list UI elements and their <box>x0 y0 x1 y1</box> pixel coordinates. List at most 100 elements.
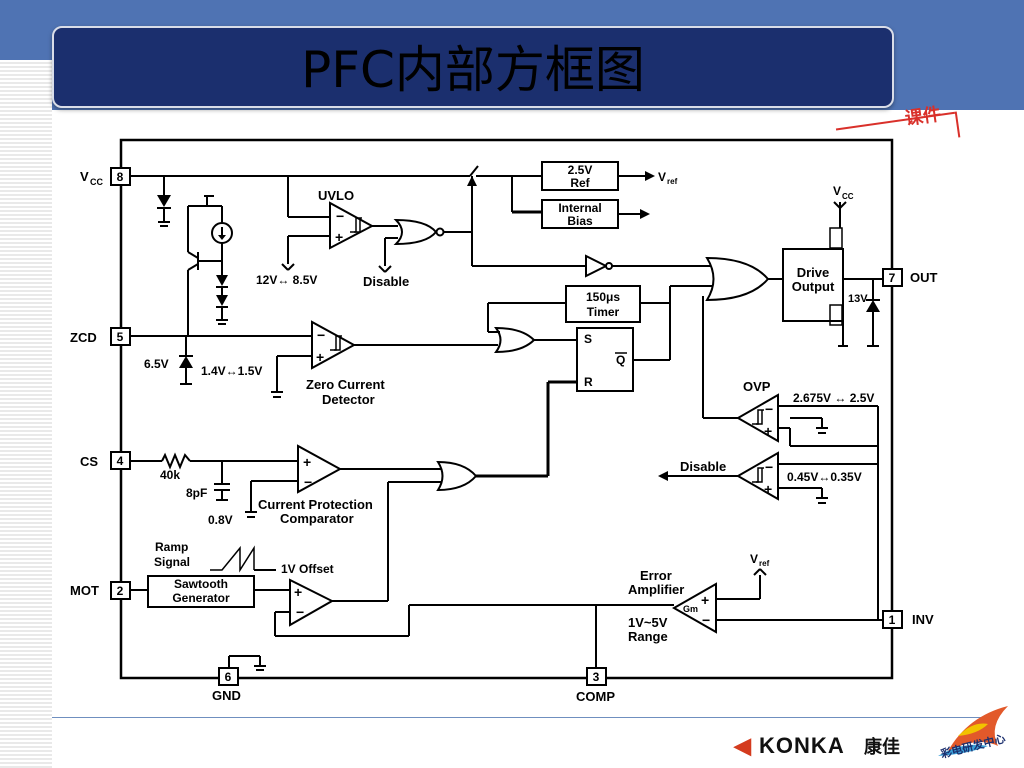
footer-divider <box>52 717 992 718</box>
svg-text:−: − <box>702 612 710 628</box>
svg-text:8pF: 8pF <box>186 486 207 500</box>
svg-text:Sawtooth: Sawtooth <box>174 577 228 591</box>
svg-text:−: − <box>765 401 773 417</box>
svg-text:Amplifier: Amplifier <box>628 582 684 597</box>
svg-text:Signal: Signal <box>154 555 190 569</box>
svg-text:+: + <box>303 454 311 470</box>
svg-text:1: 1 <box>889 613 896 627</box>
svg-text:MOT: MOT <box>70 583 99 598</box>
pin-mot: 2 MOT <box>70 581 131 600</box>
pin-zcd: 5 ZCD <box>70 327 131 346</box>
svg-text:COMP: COMP <box>576 689 615 704</box>
ovp-section: − + OVP 2.675V ↔ 2.5V − + Disable 0.45V↔… <box>658 296 883 621</box>
svg-text:0.8V: 0.8V <box>208 513 233 527</box>
svg-text:+: + <box>764 481 772 497</box>
svg-text:150μs: 150μs <box>586 290 620 304</box>
svg-text:4: 4 <box>117 454 124 468</box>
svg-text:−: − <box>336 208 344 224</box>
konka-mark-icon: ◀ <box>734 733 752 758</box>
svg-text:2: 2 <box>117 584 124 598</box>
svg-text:5: 5 <box>117 330 124 344</box>
svg-text:Output: Output <box>792 279 835 294</box>
error-amplifier: Gm + − Error Amplifier 1V~5V Range V ref <box>595 552 883 668</box>
svg-text:Bias: Bias <box>567 214 593 228</box>
svg-text:R: R <box>584 375 593 389</box>
page-title: PFC内部方框图 <box>301 41 645 99</box>
svg-text:Generator: Generator <box>172 591 230 605</box>
svg-text:Disable: Disable <box>680 459 726 474</box>
vcc-uvlo-section: 2.5V Ref V ref Internal Bias <box>130 161 715 336</box>
svg-text:Current Protection: Current Protection <box>258 497 373 512</box>
svg-text:12V↔ 8.5V: 12V↔ 8.5V <box>256 273 317 287</box>
svg-text:+: + <box>764 423 772 439</box>
svg-text:Range: Range <box>628 629 668 644</box>
svg-text:OUT: OUT <box>910 270 938 285</box>
svg-text:V: V <box>833 184 841 198</box>
svg-text:Error: Error <box>640 568 672 583</box>
svg-text:Ref: Ref <box>570 176 590 190</box>
svg-text:6: 6 <box>225 670 232 684</box>
svg-text:Detector: Detector <box>322 392 375 407</box>
chip-outline <box>119 138 894 680</box>
pin-inv: 1 INV <box>882 610 934 629</box>
svg-text:UVLO: UVLO <box>318 188 354 203</box>
svg-text:2.675V ↔ 2.5V: 2.675V ↔ 2.5V <box>793 391 874 405</box>
svg-text:1V~5V: 1V~5V <box>628 615 668 630</box>
pin-gnd: 6 GND <box>212 667 241 703</box>
brand-name-cn: 康佳 <box>864 737 900 758</box>
svg-text:−: − <box>304 474 312 490</box>
svg-text:Disable: Disable <box>363 274 409 289</box>
svg-text:S: S <box>584 332 592 346</box>
pin-cs: 4 CS <box>80 451 131 470</box>
cs-section: 40k 8pF + − 0.8V Current Protection Comp… <box>130 444 548 601</box>
drive-section: Drive Output V CC 13V <box>705 184 883 347</box>
svg-text:OVP: OVP <box>743 379 771 394</box>
title-banner: PFC内部方框图 <box>52 26 894 108</box>
svg-text:Q: Q <box>616 353 625 367</box>
svg-text:1V Offset: 1V Offset <box>281 562 334 576</box>
svg-text:Ramp: Ramp <box>155 540 188 554</box>
konka-logo: ◀ KONKA <box>734 733 845 759</box>
svg-text:8: 8 <box>117 170 124 184</box>
rd-center-logo-icon <box>938 706 1008 756</box>
svg-text:+: + <box>701 592 709 608</box>
svg-text:CC: CC <box>90 177 103 187</box>
svg-text:V: V <box>658 170 666 184</box>
gnd-section <box>228 655 266 671</box>
svg-text:CS: CS <box>80 454 98 469</box>
svg-text:ref: ref <box>759 559 770 568</box>
svg-text:+: + <box>316 349 324 365</box>
svg-text:Comparator: Comparator <box>280 511 354 526</box>
svg-text:Drive: Drive <box>797 265 830 280</box>
svg-text:−: − <box>296 604 304 620</box>
svg-text:ZCD: ZCD <box>70 330 97 345</box>
svg-text:Gm: Gm <box>683 604 698 614</box>
svg-text:+: + <box>335 229 343 245</box>
svg-text:INV: INV <box>912 612 934 627</box>
svg-text:1.4V↔1.5V: 1.4V↔1.5V <box>201 364 262 378</box>
svg-text:Internal: Internal <box>558 201 601 215</box>
svg-text:2.5V: 2.5V <box>568 163 593 177</box>
svg-text:−: − <box>765 459 773 475</box>
mot-section: Sawtooth Generator Ramp Signal 1V Offset… <box>130 540 674 637</box>
svg-text:3: 3 <box>593 670 600 684</box>
svg-text:40k: 40k <box>160 468 180 482</box>
left-stripe-decoration <box>0 60 52 768</box>
svg-text:CC: CC <box>842 192 854 201</box>
svg-text:ref: ref <box>667 177 678 186</box>
brand-name: KONKA <box>759 733 845 758</box>
svg-text:7: 7 <box>889 271 896 285</box>
pin-vcc: 8 V CC <box>80 167 131 187</box>
svg-text:V: V <box>80 169 89 184</box>
pin-out: 7 OUT <box>882 268 938 287</box>
zcd-section: 6.5V − + 1.4V↔1.5V Zero Current Detector… <box>130 285 713 476</box>
pin-comp: 3 COMP <box>576 667 615 704</box>
svg-text:Zero Current: Zero Current <box>306 377 385 392</box>
svg-text:+: + <box>294 584 302 600</box>
svg-text:Timer: Timer <box>587 305 620 319</box>
svg-text:6.5V: 6.5V <box>144 357 169 371</box>
svg-text:−: − <box>317 327 325 343</box>
svg-text:13V: 13V <box>848 293 868 305</box>
svg-text:0.45V↔0.35V: 0.45V↔0.35V <box>787 470 862 484</box>
svg-text:V: V <box>750 552 758 566</box>
